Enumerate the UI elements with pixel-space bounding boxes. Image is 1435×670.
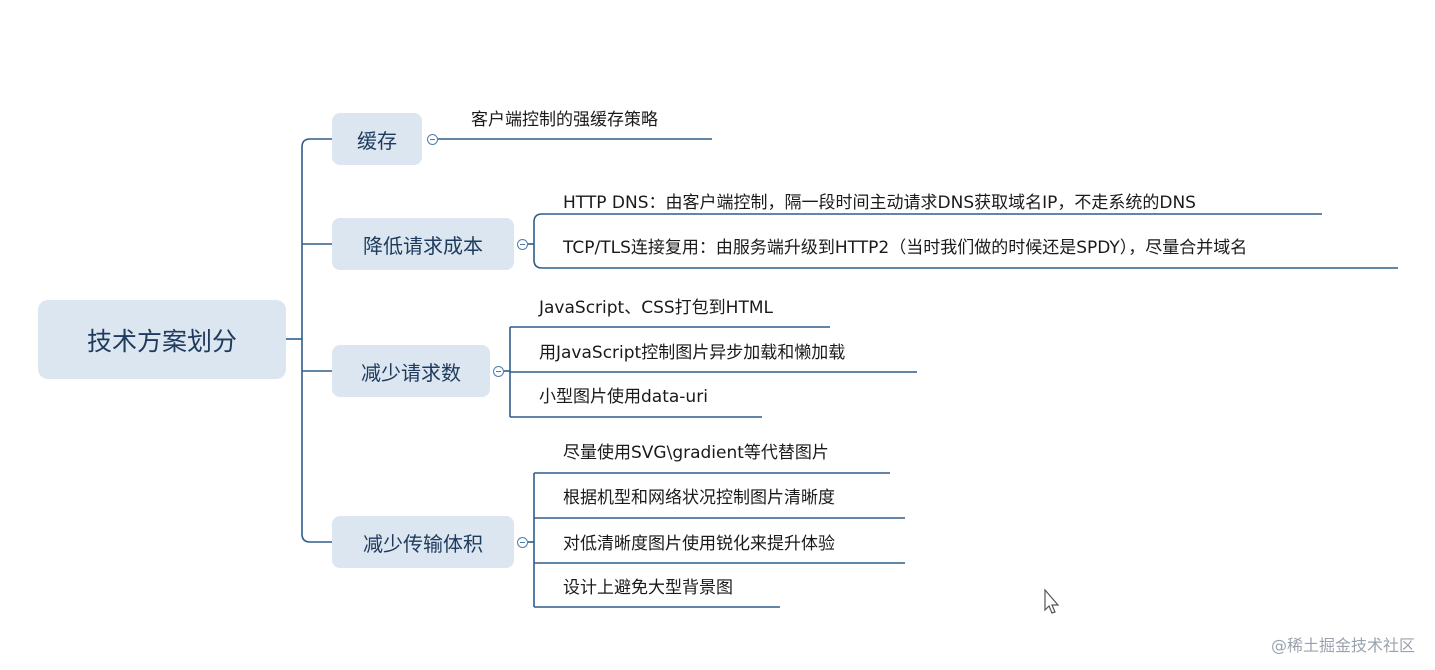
connector-line bbox=[301, 138, 332, 543]
branch-label: 缓存 bbox=[357, 128, 397, 153]
branch-label: 减少请求数 bbox=[361, 360, 461, 385]
leaf-item[interactable]: HTTP DNS：由客户端控制，隔一段时间主动请求DNS获取域名IP，不走系统的… bbox=[563, 193, 1196, 213]
branch-node-request-cost[interactable]: 降低请求成本 bbox=[332, 218, 514, 270]
connector-line bbox=[533, 213, 543, 244]
branch-node-cache[interactable]: 缓存 bbox=[332, 113, 422, 165]
leaf-item[interactable]: 设计上避免大型背景图 bbox=[563, 578, 733, 598]
branch-node-transfer-size[interactable]: 减少传输体积 bbox=[332, 516, 514, 568]
leaf-item[interactable]: 用JavaScript控制图片异步加载和懒加载 bbox=[539, 343, 846, 363]
leaf-item[interactable]: 小型图片使用data-uri bbox=[539, 387, 708, 407]
branch-node-request-count[interactable]: 减少请求数 bbox=[332, 345, 490, 397]
leaf-item[interactable]: 根据机型和网络状况控制图片清晰度 bbox=[563, 488, 835, 508]
collapse-toggle-icon[interactable] bbox=[517, 239, 528, 250]
leaf-item[interactable]: 客户端控制的强缓存策略 bbox=[471, 110, 658, 130]
root-node-label: 技术方案划分 bbox=[86, 326, 237, 356]
mouse-cursor-icon bbox=[1040, 588, 1064, 622]
branch-label: 减少传输体积 bbox=[363, 531, 483, 556]
connector-line bbox=[533, 244, 543, 269]
collapse-toggle-icon[interactable] bbox=[517, 537, 528, 548]
leaf-item[interactable]: 对低清晰度图片使用锐化来提升体验 bbox=[563, 534, 835, 554]
root-node[interactable]: 技术方案划分 bbox=[38, 300, 286, 379]
watermark: @稀土掘金技术社区 bbox=[1270, 636, 1415, 655]
leaf-item[interactable]: TCP/TLS连接复用：由服务端升级到HTTP2（当时我们做的时候还是SPDY）… bbox=[563, 238, 1248, 258]
leaf-item[interactable]: 尽量使用SVG\gradient等代替图片 bbox=[563, 443, 829, 463]
branch-label: 降低请求成本 bbox=[363, 233, 483, 258]
leaf-item[interactable]: JavaScript、CSS打包到HTML bbox=[539, 298, 773, 318]
collapse-toggle-icon[interactable] bbox=[427, 134, 438, 145]
collapse-toggle-icon[interactable] bbox=[493, 366, 504, 377]
